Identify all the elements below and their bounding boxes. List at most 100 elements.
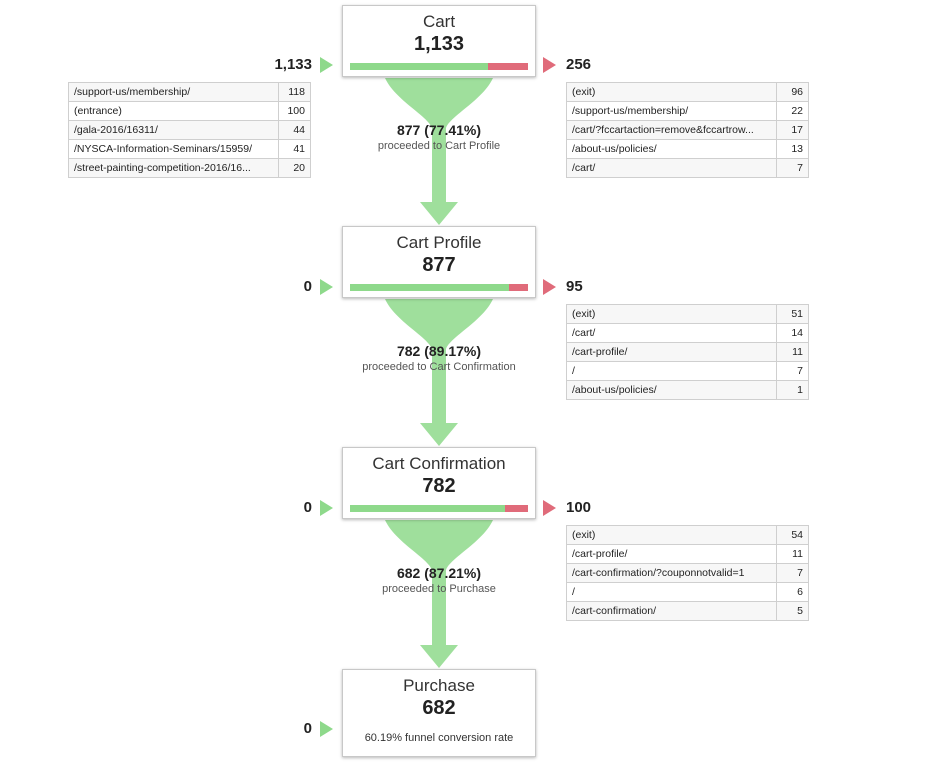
exit-pages-table: (exit)54 /cart-profile/11 /cart-confirma… [566, 525, 809, 621]
proceeded-count: 782 (89.17%) [396, 343, 482, 359]
proceeded-count: 877 (77.41%) [396, 122, 482, 138]
table-row[interactable]: (exit)51 [566, 304, 809, 324]
stage-3-exits: 100 [566, 499, 592, 516]
table-row[interactable]: /support-us/membership/22 [566, 101, 809, 121]
page-path: /gala-2016/16311/ [68, 120, 279, 140]
stage-progress-bar [350, 505, 528, 512]
page-count: 100 [278, 101, 311, 121]
table-row[interactable]: /about-us/policies/1 [566, 380, 809, 400]
page-path: /cart/ [566, 323, 777, 343]
stage-count: 782 [422, 475, 456, 497]
table-row[interactable]: /cart-profile/11 [566, 544, 809, 564]
flow-summary-2: 782 (89.17%) proceeded to Cart Confirmat… [342, 343, 536, 374]
funnel-conversion-rate: 60.19% funnel conversion rate [364, 732, 514, 744]
proceeded-count: 682 (87.21%) [396, 565, 482, 581]
table-row[interactable]: /cart-profile/11 [566, 342, 809, 362]
stage-exit-bar [505, 505, 528, 512]
table-row[interactable]: /about-us/policies/13 [566, 139, 809, 159]
page-path: (exit) [566, 304, 777, 324]
stage-2-entries: 0 [303, 278, 312, 295]
table-row[interactable]: /NYSCA-Information-Seminars/15959/41 [68, 139, 311, 159]
page-path: /support-us/membership/ [68, 82, 279, 102]
stage-box-cart-confirmation[interactable]: Cart Confirmation 782 [342, 447, 536, 519]
table-row[interactable]: /support-us/membership/118 [68, 82, 311, 102]
stage-box-cart-profile[interactable]: Cart Profile 877 [342, 226, 536, 298]
table-row[interactable]: /cart/7 [566, 158, 809, 178]
funnel-flow-arrow [385, 520, 493, 668]
entry-arrow-icon [320, 721, 333, 737]
table-row[interactable]: /cart-confirmation/5 [566, 601, 809, 621]
stage-exit-bar [487, 63, 528, 70]
page-count: 54 [776, 525, 809, 545]
page-count: 51 [776, 304, 809, 324]
table-row[interactable]: /cart/?fccartaction=remove&fccartrow...1… [566, 120, 809, 140]
page-count: 11 [776, 342, 809, 362]
page-path: (entrance) [68, 101, 279, 121]
page-count: 11 [776, 544, 809, 564]
page-path: /cart-profile/ [566, 342, 777, 362]
page-count: 22 [776, 101, 809, 121]
page-path: /NYSCA-Information-Seminars/15959/ [68, 139, 279, 159]
table-row[interactable]: /cart/14 [566, 323, 809, 343]
page-path: /support-us/membership/ [566, 101, 777, 121]
stage-2-exits: 95 [566, 278, 583, 295]
table-row[interactable]: (entrance)100 [68, 101, 311, 121]
stage-count: 682 [422, 697, 456, 719]
page-path: /cart-confirmation/ [566, 601, 777, 621]
table-row[interactable]: /7 [566, 361, 809, 381]
stage-box-purchase[interactable]: Purchase 682 60.19% funnel conversion ra… [342, 669, 536, 757]
exit-pages-table: (exit)96 /support-us/membership/22 /cart… [566, 82, 809, 178]
table-row[interactable]: (exit)96 [566, 82, 809, 102]
stage-name: Cart Confirmation [372, 454, 506, 473]
stage-progress-bar [350, 284, 528, 291]
stage-exit-bar [508, 284, 528, 291]
page-path: /cart-profile/ [566, 544, 777, 564]
exit-arrow-icon [543, 279, 556, 295]
stage-count: 1,133 [413, 33, 465, 55]
page-path: /cart/?fccartaction=remove&fccartrow... [566, 120, 777, 140]
entry-arrow-icon [320, 279, 333, 295]
page-count: 14 [776, 323, 809, 343]
page-path: /street-painting-competition-2016/16... [68, 158, 279, 178]
page-path: /about-us/policies/ [566, 380, 777, 400]
stage-name: Purchase [403, 676, 475, 695]
stage-1-entries: 1,133 [274, 56, 312, 73]
page-count: 7 [776, 563, 809, 583]
entrance-pages-table: /support-us/membership/118 (entrance)100… [68, 82, 311, 178]
page-count: 96 [776, 82, 809, 102]
exit-arrow-icon [543, 57, 556, 73]
page-count: 17 [776, 120, 809, 140]
entry-arrow-icon [320, 500, 333, 516]
exit-pages-table: (exit)51 /cart/14 /cart-profile/11 /7 /a… [566, 304, 809, 400]
page-count: 13 [776, 139, 809, 159]
flow-summary-1: 877 (77.41%) proceeded to Cart Profile [342, 122, 536, 153]
table-row[interactable]: /6 [566, 582, 809, 602]
stage-name: Cart Profile [396, 233, 482, 252]
table-row[interactable]: /street-painting-competition-2016/16...2… [68, 158, 311, 178]
page-path: / [566, 582, 777, 602]
table-row[interactable]: (exit)54 [566, 525, 809, 545]
table-row[interactable]: /gala-2016/16311/44 [68, 120, 311, 140]
stage-box-cart[interactable]: Cart 1,133 [342, 5, 536, 77]
page-path: (exit) [566, 525, 777, 545]
page-count: 7 [776, 158, 809, 178]
page-count: 41 [278, 139, 311, 159]
stage-4-entries: 0 [303, 720, 312, 737]
stage-name: Cart [422, 12, 456, 31]
page-count: 1 [776, 380, 809, 400]
stage-progress-bar [350, 63, 528, 70]
funnel-flow-arrow [385, 299, 493, 446]
page-path: (exit) [566, 82, 777, 102]
page-count: 6 [776, 582, 809, 602]
proceeded-label: proceeded to Cart Confirmation [362, 361, 516, 373]
page-path: / [566, 361, 777, 381]
page-count: 7 [776, 361, 809, 381]
flow-summary-3: 682 (87.21%) proceeded to Purchase [342, 565, 536, 596]
proceeded-label: proceeded to Cart Profile [377, 140, 501, 152]
exit-arrow-icon [543, 500, 556, 516]
page-count: 118 [278, 82, 311, 102]
stage-3-entries: 0 [303, 499, 312, 516]
page-path: /cart-confirmation/?couponnotvalid=1 [566, 563, 777, 583]
